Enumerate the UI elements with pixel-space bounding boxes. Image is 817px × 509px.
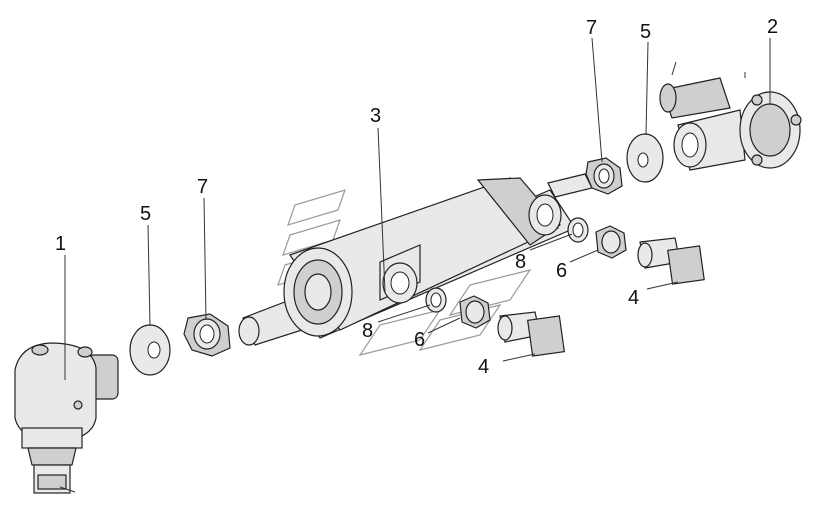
callout-4-upper: 4 [628, 287, 639, 309]
part-7-nut-right [585, 157, 623, 195]
callout-labels: 1 2 3 4 4 5 5 6 6 7 7 8 8 [55, 16, 778, 378]
leader-lines [64, 37, 771, 380]
part-7-nut-left [183, 313, 231, 357]
callout-5-left: 5 [140, 203, 151, 225]
callout-5-right: 5 [640, 21, 651, 43]
part-5-washer-left [129, 324, 171, 376]
part-6-fitting-nut-lower [459, 295, 491, 329]
part-8-seal-ring-lower [425, 287, 447, 313]
callout-3: 3 [370, 105, 381, 127]
callout-2: 2 [767, 16, 778, 38]
part-4-elbow-fitting-lower [497, 311, 566, 357]
part-2-tie-rod-end-right [659, 61, 802, 171]
callout-7-right: 7 [586, 17, 597, 39]
part-6-fitting-nut-upper [595, 225, 627, 259]
part-3-hydraulic-cylinder [238, 173, 593, 346]
callout-6-upper: 6 [556, 260, 567, 282]
callout-8-upper: 8 [515, 251, 526, 273]
callout-8-lower: 8 [362, 320, 373, 342]
callout-6-lower: 6 [414, 329, 425, 351]
part-5-washer-right [626, 133, 664, 183]
part-4-elbow-fitting-upper [637, 237, 705, 285]
callout-7-left: 7 [197, 176, 208, 198]
part-1-tie-rod-end-left [14, 342, 119, 494]
part-8-seal-ring-upper [567, 217, 589, 243]
callout-4-lower: 4 [478, 356, 489, 378]
callout-1: 1 [55, 233, 66, 255]
